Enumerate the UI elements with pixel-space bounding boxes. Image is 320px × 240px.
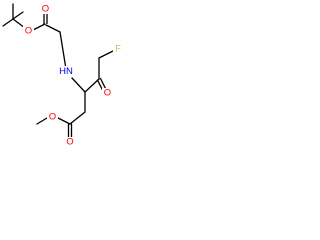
bond-n-to-alpha-c (71, 77, 86, 93)
atom-ester-carbonyl-oxygen: O (66, 137, 73, 148)
atom-ketone-oxygen: O (104, 88, 111, 99)
atom-ester-ether-oxygen: O (49, 112, 56, 123)
bond-ether-o-to-methyl (36, 117, 48, 125)
atom-carbamate-carbonyl-oxygen: O (42, 4, 49, 15)
bond-ester-c-to-ether-o (57, 117, 71, 125)
atom-fluorine: F (115, 44, 121, 55)
bond-alpha-c-to-ketone-c (84, 78, 100, 93)
bond-carbamate-c-to-n (45, 24, 61, 33)
bond-tbu-methyl-left (2, 18, 14, 27)
molecule-structure: O O HN O F O O (2, 3, 123, 148)
bond-carbamate-to-n-link (59, 31, 67, 70)
bond-ch2-to-fluorine (98, 50, 114, 59)
atom-amide-nitrogen: HN (59, 66, 73, 77)
bonds (2, 3, 114, 140)
bond-ch2-to-ester-c (69, 111, 86, 125)
atom-labels: O O HN O F O O (23, 4, 123, 148)
bond-tbu-methyl-right (12, 11, 24, 20)
atom-carbamate-ether-oxygen: O (25, 26, 32, 37)
